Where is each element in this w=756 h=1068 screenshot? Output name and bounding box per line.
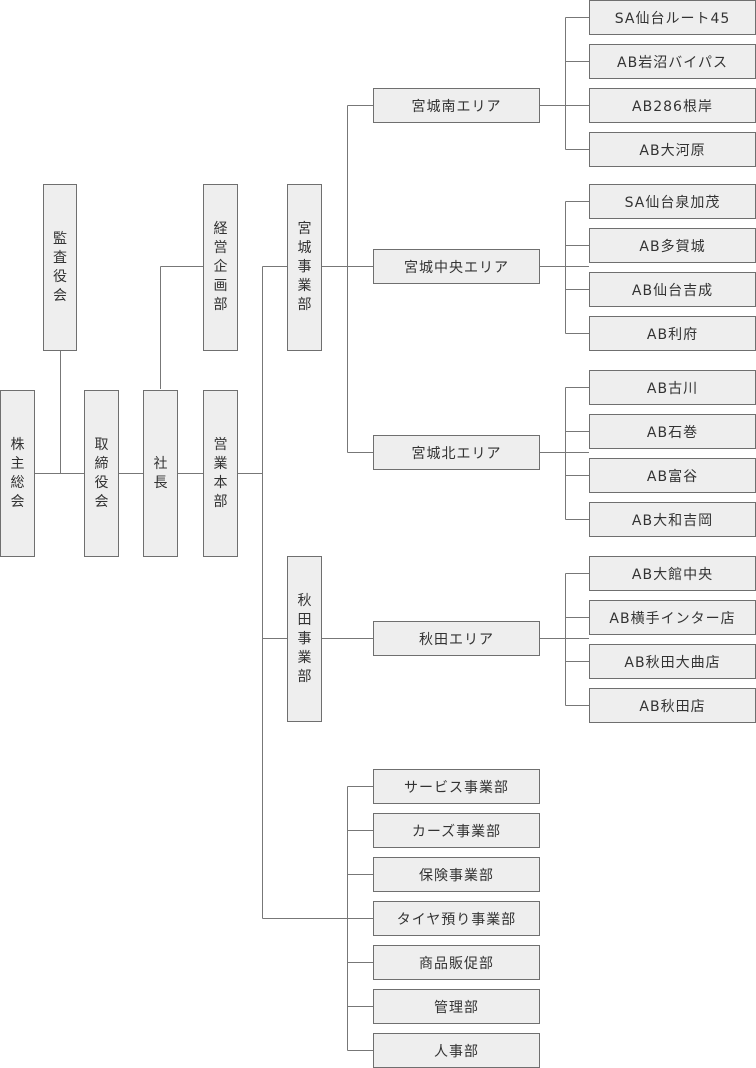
store-box: AB多賀城 xyxy=(589,228,756,263)
akita-division-box: 秋 田 事 業 部 xyxy=(287,556,322,722)
store-box: AB石巻 xyxy=(589,414,756,449)
area-miyagi-central: 宮城中央エリア xyxy=(373,249,540,284)
sales-hq-box: 営 業 本 部 xyxy=(203,390,238,557)
shareholders-meeting-box: 株 主 総 会 xyxy=(0,390,35,557)
corporate-planning-box: 経 営 企 画 部 xyxy=(203,184,238,351)
division-box: 保険事業部 xyxy=(373,857,540,892)
store-box: AB大館中央 xyxy=(589,556,756,591)
store-box: AB横手インター店 xyxy=(589,600,756,635)
president-box: 社 長 xyxy=(143,390,178,557)
division-box: サービス事業部 xyxy=(373,769,540,804)
area-miyagi-north: 宮城北エリア xyxy=(373,435,540,470)
store-box: AB秋田店 xyxy=(589,688,756,723)
store-box: AB大河原 xyxy=(589,132,756,167)
division-box: タイヤ預り事業部 xyxy=(373,901,540,936)
store-box: AB大和吉岡 xyxy=(589,502,756,537)
division-box: 商品販促部 xyxy=(373,945,540,980)
store-box: AB古川 xyxy=(589,370,756,405)
store-box: AB秋田大曲店 xyxy=(589,644,756,679)
division-box: カーズ事業部 xyxy=(373,813,540,848)
store-box: AB仙台吉成 xyxy=(589,272,756,307)
store-box: AB富谷 xyxy=(589,458,756,493)
store-box: AB岩沼バイパス xyxy=(589,44,756,79)
audit-board-box: 監 査 役 会 xyxy=(43,184,77,351)
board-of-directors-box: 取 締 役 会 xyxy=(84,390,119,557)
division-box: 人事部 xyxy=(373,1033,540,1068)
store-box: SA仙台泉加茂 xyxy=(589,184,756,219)
area-miyagi-south: 宮城南エリア xyxy=(373,88,540,123)
division-box: 管理部 xyxy=(373,989,540,1024)
miyagi-division-box: 宮 城 事 業 部 xyxy=(287,184,322,351)
store-box: SA仙台ルート45 xyxy=(589,0,756,35)
area-akita: 秋田エリア xyxy=(373,621,540,656)
store-box: AB286根岸 xyxy=(589,88,756,123)
store-box: AB利府 xyxy=(589,316,756,351)
